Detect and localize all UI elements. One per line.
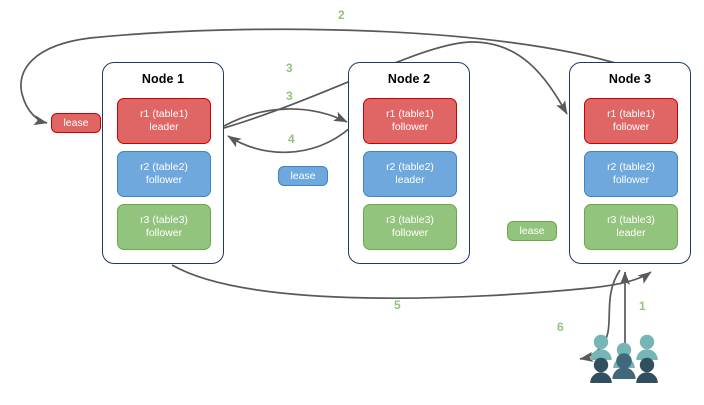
replica-r1-node3[interactable]: r1 (table1) follower <box>584 98 678 144</box>
step-label-4: 4 <box>288 132 295 146</box>
lease-chip-blue[interactable]: lease <box>278 166 328 186</box>
replica-name: r1 (table1) <box>386 108 434 120</box>
step-label-1: 1 <box>639 299 646 313</box>
replica-name: r2 (table2) <box>140 161 188 173</box>
step-label-2: 2 <box>338 8 345 22</box>
node-container-3[interactable]: Node 3 r1 (table1) follower r2 (table2) … <box>569 62 691 264</box>
lease-label: lease <box>290 170 316 182</box>
node-title: Node 3 <box>608 72 652 86</box>
replica-role: follower <box>612 174 650 186</box>
replica-name: r3 (table3) <box>386 214 434 226</box>
step-label-5: 5 <box>394 298 401 312</box>
replica-r3-node1[interactable]: r3 (table3) follower <box>117 204 211 250</box>
lease-label: lease <box>63 117 89 129</box>
replica-role: follower <box>612 121 650 133</box>
step-label-3-a: 3 <box>286 61 293 75</box>
replica-name: r2 (table2) <box>386 161 434 173</box>
replica-name: r3 (table3) <box>607 214 655 226</box>
replica-name: r3 (table3) <box>140 214 188 226</box>
node-title: Node 1 <box>141 72 185 86</box>
replica-r3-node3[interactable]: r3 (table3) leader <box>584 204 678 250</box>
node-title: Node 2 <box>387 72 431 86</box>
replica-name: r2 (table2) <box>607 161 655 173</box>
replica-role: follower <box>391 121 429 133</box>
replica-name: r1 (table1) <box>607 108 655 120</box>
replica-role: follower <box>145 174 183 186</box>
replica-role: follower <box>145 227 183 239</box>
replica-role: leader <box>149 121 179 133</box>
replica-r2-node3[interactable]: r2 (table2) follower <box>584 151 678 197</box>
replica-r2-node2[interactable]: r2 (table2) leader <box>363 151 457 197</box>
lease-label: lease <box>519 225 545 237</box>
replica-r1-node1[interactable]: r1 (table1) leader <box>117 98 211 144</box>
replica-r2-node1[interactable]: r2 (table2) follower <box>117 151 211 197</box>
node-container-1[interactable]: Node 1 r1 (table1) leader r2 (table2) fo… <box>102 62 224 264</box>
node-container-2[interactable]: Node 2 r1 (table1) follower r2 (table2) … <box>348 62 470 264</box>
lease-chip-green[interactable]: lease <box>507 221 557 241</box>
step-label-6: 6 <box>557 320 564 334</box>
arrow-step-5 <box>171 264 652 300</box>
replica-r3-node2[interactable]: r3 (table3) follower <box>363 204 457 250</box>
replica-role: follower <box>391 227 429 239</box>
step-label-3-b: 3 <box>286 89 293 103</box>
lease-chip-red[interactable]: lease <box>51 113 101 133</box>
arrow-step-3-to-node2 <box>223 108 348 127</box>
replica-role: leader <box>395 174 425 186</box>
users-group-icon <box>590 334 658 383</box>
replica-role: leader <box>616 227 646 239</box>
replica-r1-node2[interactable]: r1 (table1) follower <box>363 98 457 144</box>
replica-name: r1 (table1) <box>140 108 188 120</box>
